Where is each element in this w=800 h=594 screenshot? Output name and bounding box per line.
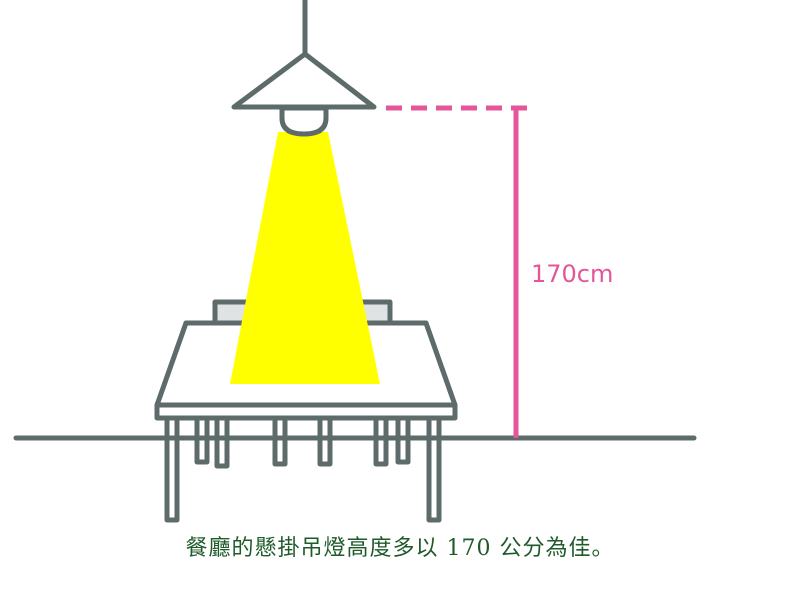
table-edge <box>154 402 458 421</box>
light-beam <box>230 132 380 384</box>
table-leg-front-left <box>164 415 180 523</box>
caption: 餐廳的懸掛吊燈高度多以 170 公分為佳。 <box>185 536 615 561</box>
lamp-shade <box>231 51 377 110</box>
pendant-lamp <box>231 0 377 137</box>
height-measure: 170cm <box>386 105 613 438</box>
light-bulb <box>279 105 329 137</box>
height-label: 170cm <box>531 260 613 288</box>
chair-leg <box>272 415 288 467</box>
chair-leg <box>317 415 333 467</box>
chair-leg <box>214 415 230 469</box>
table-leg-front-right <box>426 415 442 523</box>
chair-leg <box>373 415 389 467</box>
dining-table <box>154 320 458 523</box>
